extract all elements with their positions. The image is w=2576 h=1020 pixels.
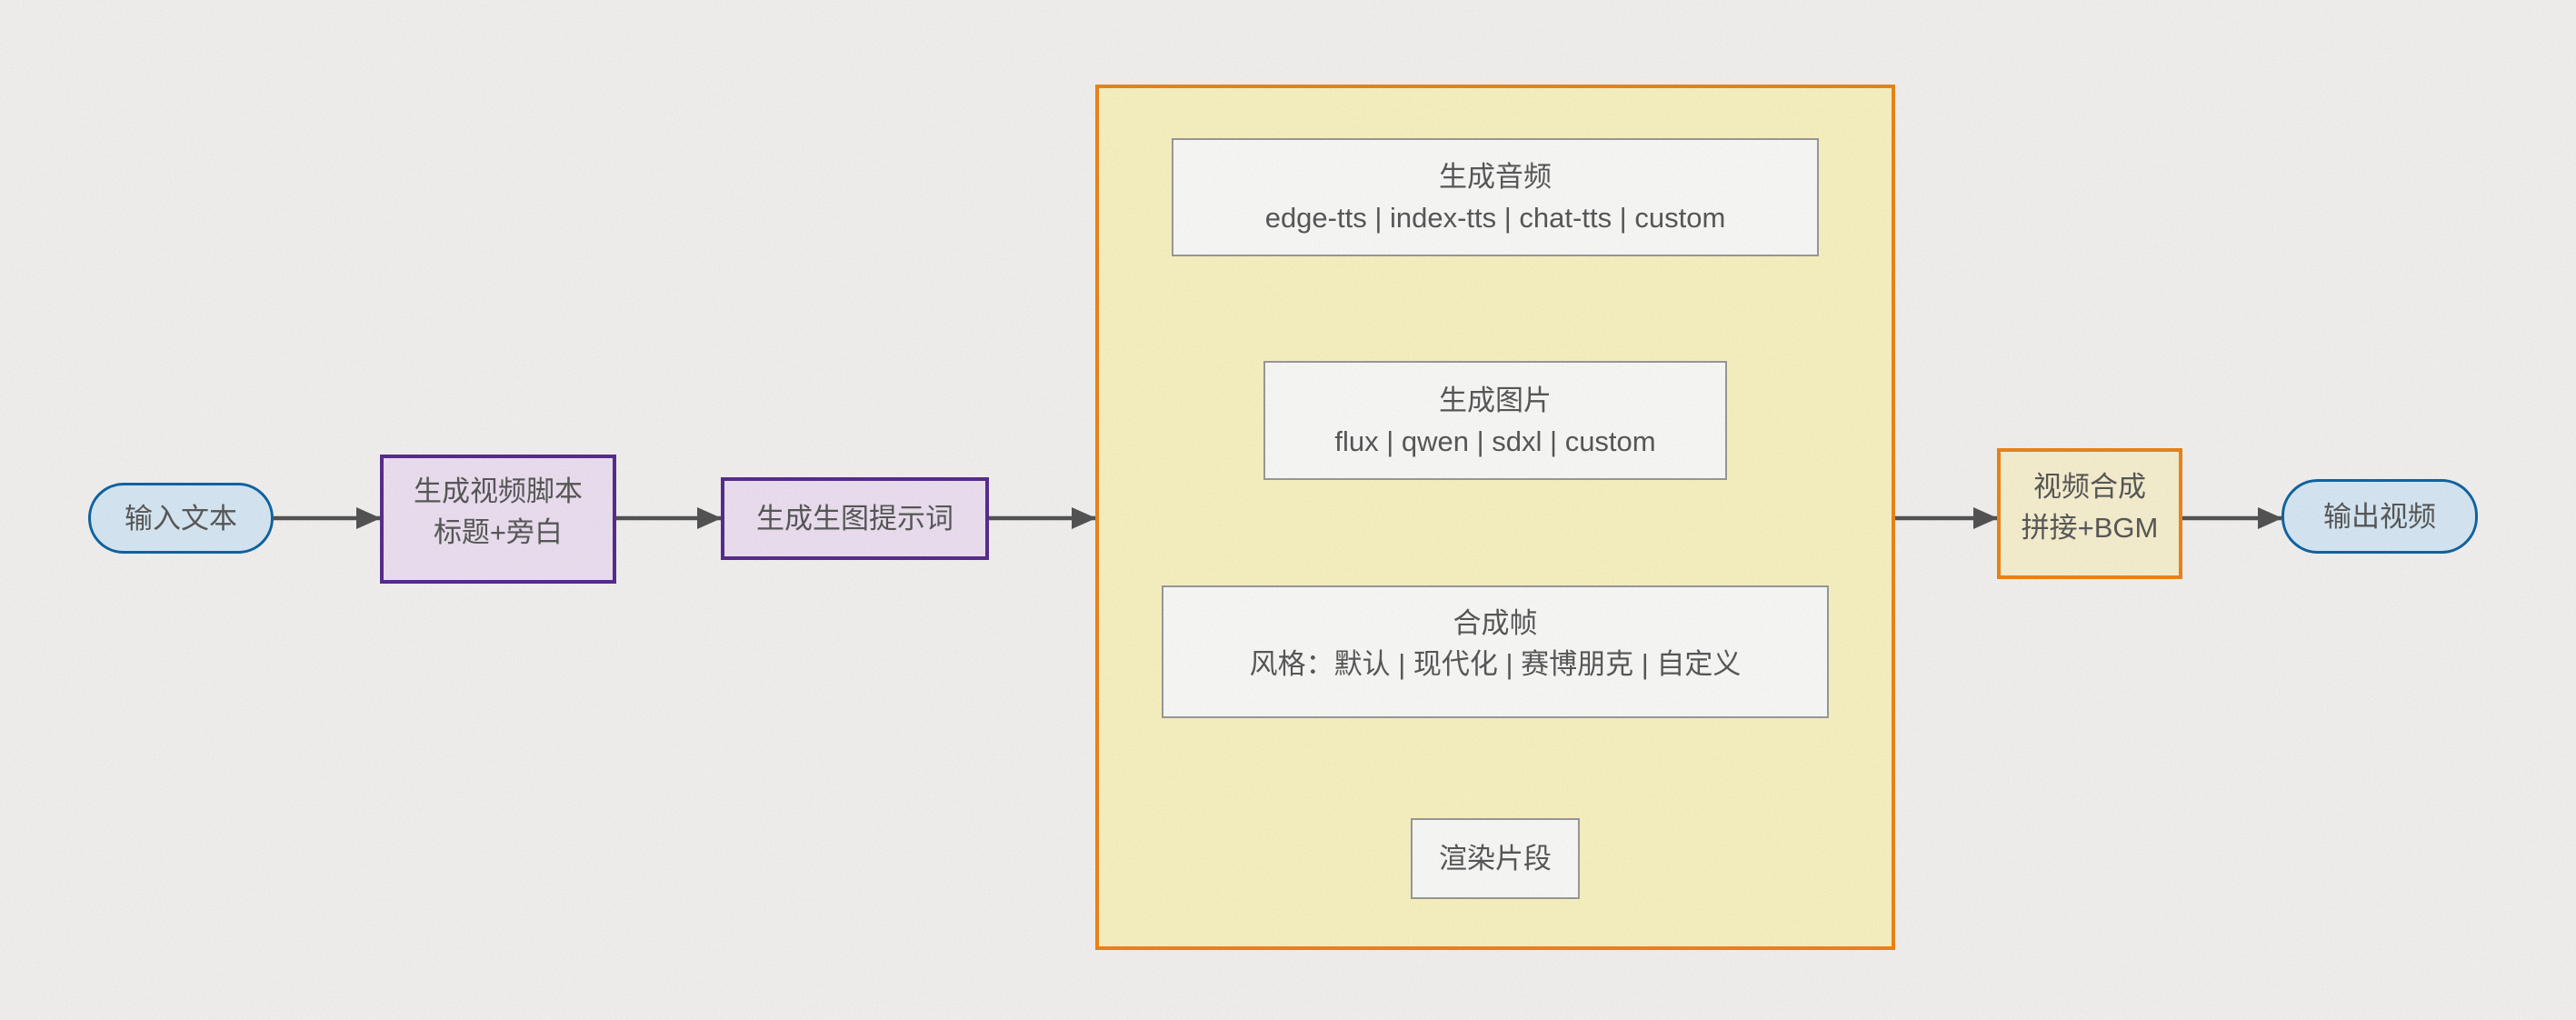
node-generate-image: 生成图片 flux | qwen | sdxl | custom <box>1263 361 1727 480</box>
node-label: 渲染片段 <box>1439 843 1552 875</box>
node-label: 生成音频 <box>1439 161 1552 193</box>
node-input-text: 输入文本 <box>88 483 274 554</box>
node-sublabel: 拼接+BGM <box>2021 512 2159 544</box>
node-video-compose: 视频合成 拼接+BGM <box>1997 448 2182 579</box>
node-render-segment: 渲染片段 <box>1411 818 1580 899</box>
node-label: 生成视频脚本 <box>414 475 583 507</box>
node-label: 输入文本 <box>125 502 237 535</box>
node-compose-frame: 合成帧 风格：默认 | 现代化 | 赛博朋克 | 自定义 <box>1162 585 1829 718</box>
node-label: 输出视频 <box>2323 500 2436 533</box>
node-label: 视频合成 <box>2033 471 2146 503</box>
node-sublabel: 标题+旁白 <box>433 516 564 548</box>
node-label: 合成帧 <box>1453 607 1538 639</box>
node-sublabel: flux | qwen | sdxl | custom <box>1334 425 1656 457</box>
node-generate-script: 生成视频脚本 标题+旁白 <box>380 455 616 584</box>
node-label: 生成生图提示词 <box>756 503 954 535</box>
node-sublabel: 风格：默认 | 现代化 | 赛博朋克 | 自定义 <box>1249 648 1742 680</box>
node-output-video: 输出视频 <box>2281 479 2478 554</box>
node-generate-audio: 生成音频 edge-tts | index-tts | chat-tts | c… <box>1172 138 1819 256</box>
node-label: 生成图片 <box>1439 384 1552 416</box>
node-generate-image-prompt: 生成生图提示词 <box>721 477 989 560</box>
node-sublabel: edge-tts | index-tts | chat-tts | custom <box>1264 202 1726 234</box>
